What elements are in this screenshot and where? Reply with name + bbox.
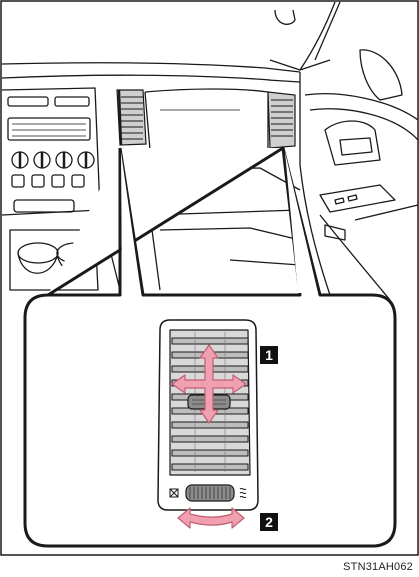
callout-badge-2: 2	[260, 513, 278, 531]
left-dash-vent	[117, 90, 146, 145]
right-dash-vent	[268, 92, 295, 148]
figure-reference-code: STN31AH062	[343, 561, 413, 573]
callout-badge-1: 1	[260, 346, 278, 364]
